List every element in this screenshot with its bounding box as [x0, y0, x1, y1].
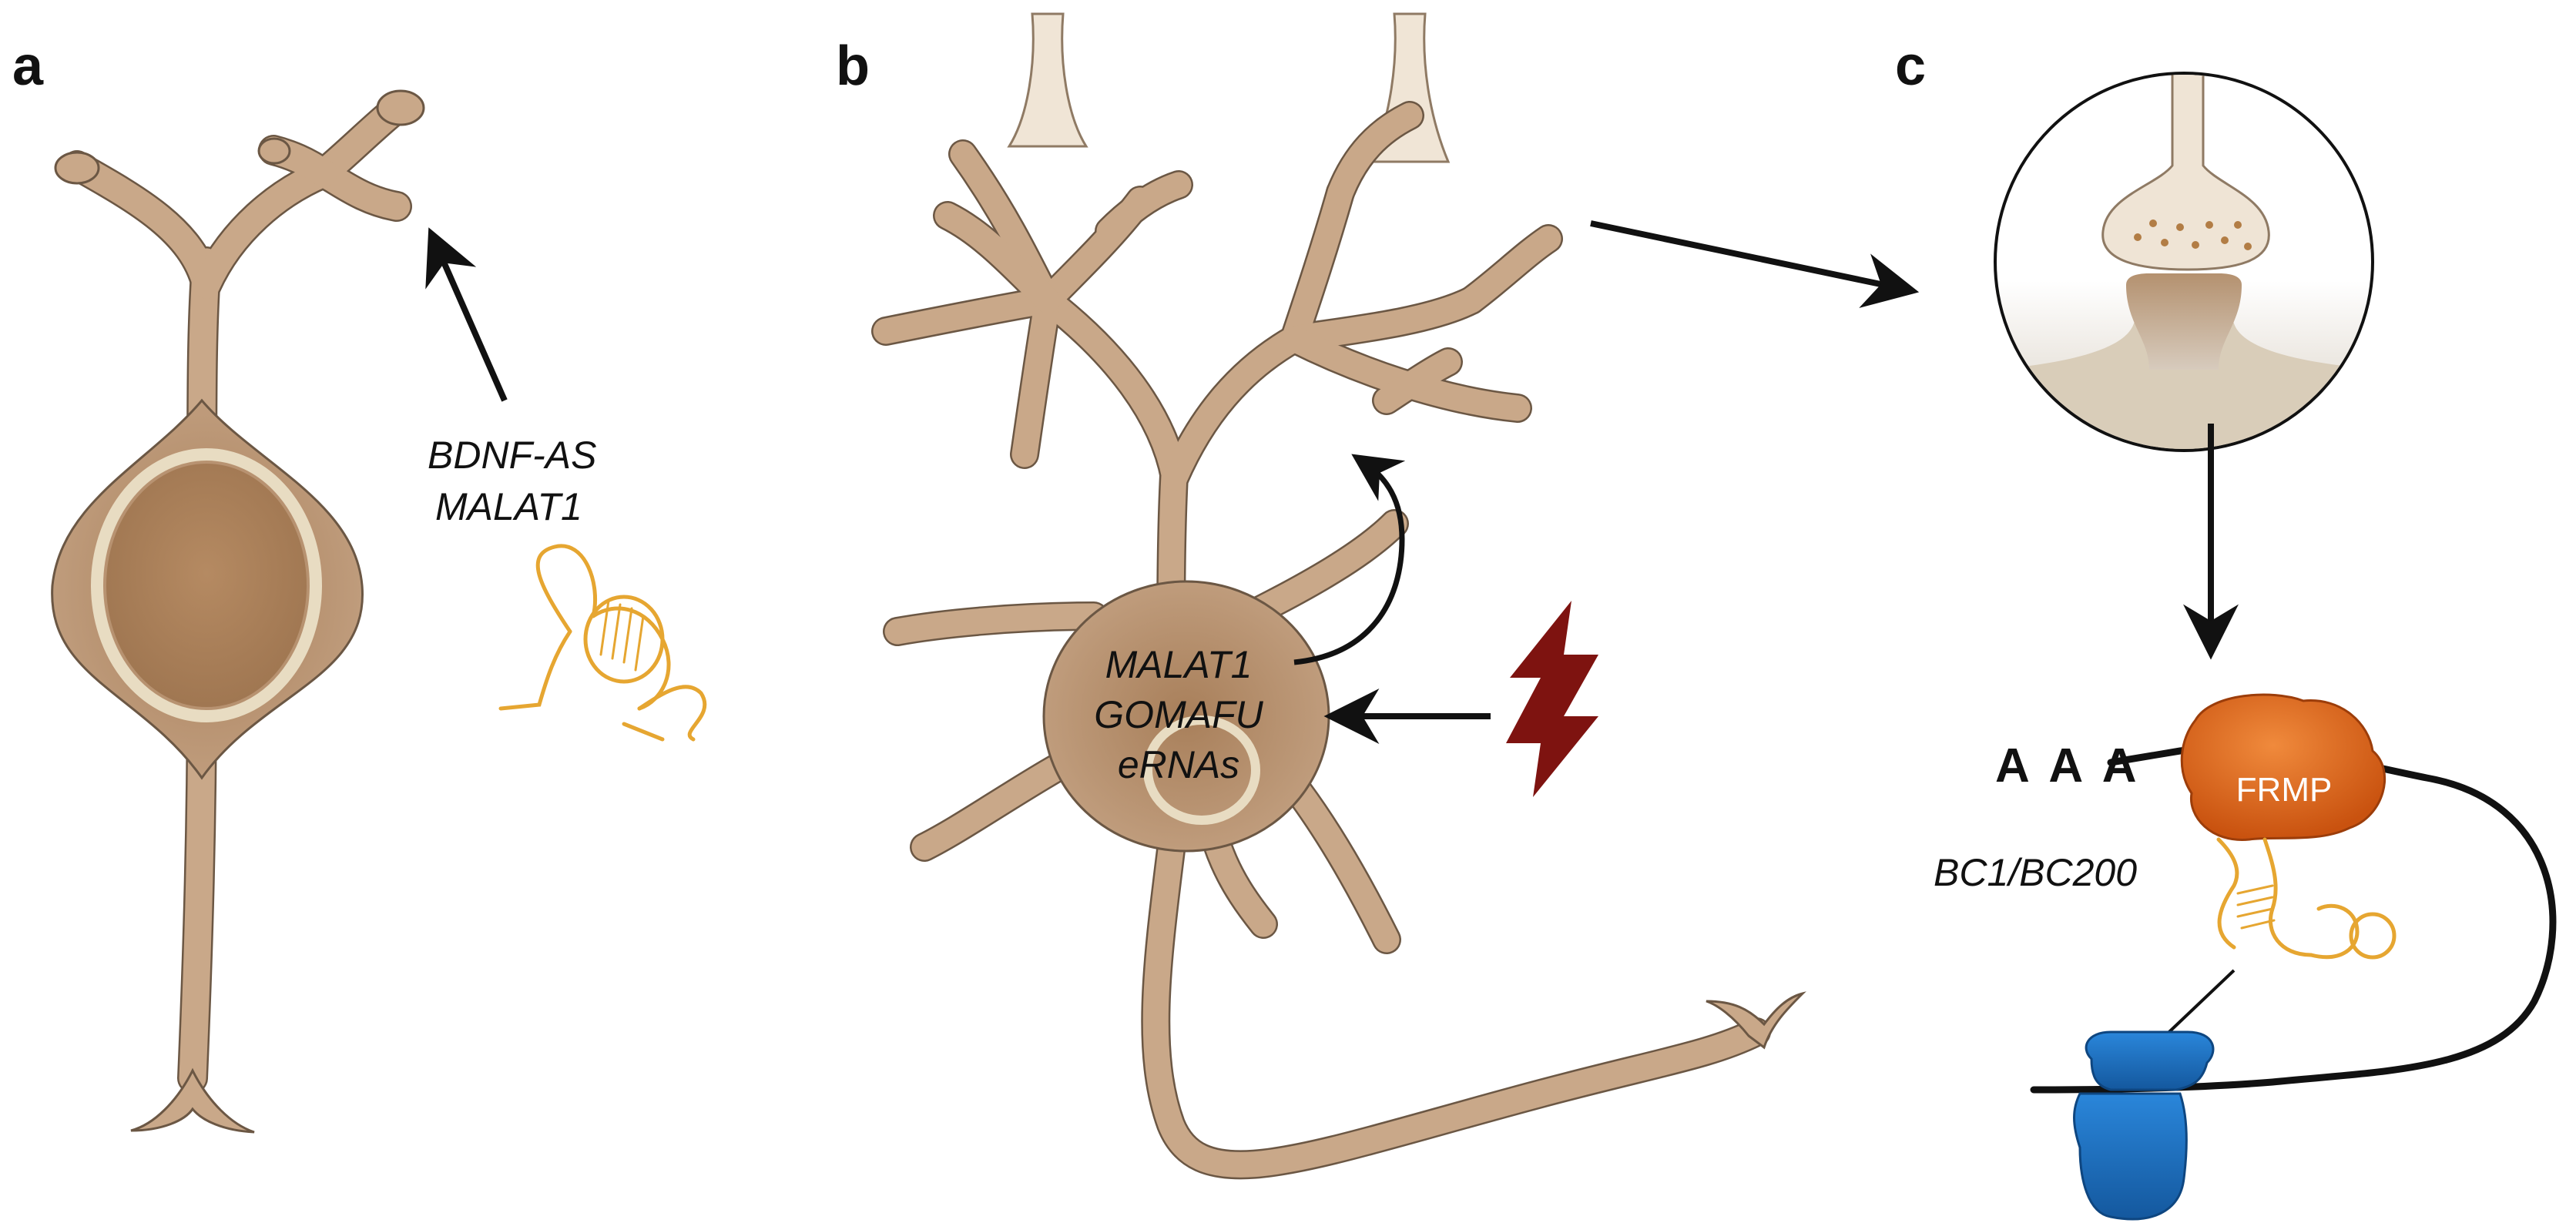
neuron-a-icon [51, 89, 425, 1134]
label-frmp: FRMP [2236, 771, 2333, 809]
label-malat1-b: MALAT1 [1105, 643, 1253, 686]
label-gomafu: GOMAFU [1094, 693, 1263, 736]
panel-a-letter: a [12, 35, 44, 97]
bc1-rna-hairpin-icon [2216, 837, 2397, 960]
neuron-b-icon [871, 101, 1806, 1180]
arrow-to-dendrite-a [425, 227, 508, 402]
panel-b-letter: b [836, 35, 870, 97]
rna-hairpin-icon [498, 544, 707, 742]
lightning-bolt-icon [1506, 601, 1598, 797]
panel-c-letter: c [1895, 35, 1926, 97]
arrow-b-to-c [1590, 220, 1920, 308]
synapse-icon [1994, 72, 2374, 452]
label-malat1-a: MALAT1 [435, 485, 582, 528]
label-polya-tail: A A A [1995, 739, 2142, 792]
label-bdnf-as: BDNF-AS [428, 434, 596, 477]
ribosome-icon [2073, 1030, 2215, 1221]
frmp-protein-icon [2180, 693, 2386, 841]
curved-arrow-soma-to-dendrite [1293, 454, 1406, 665]
label-ernas: eRNAs [1118, 743, 1239, 786]
label-bc1-bc200: BC1/BC200 [1934, 851, 2137, 894]
